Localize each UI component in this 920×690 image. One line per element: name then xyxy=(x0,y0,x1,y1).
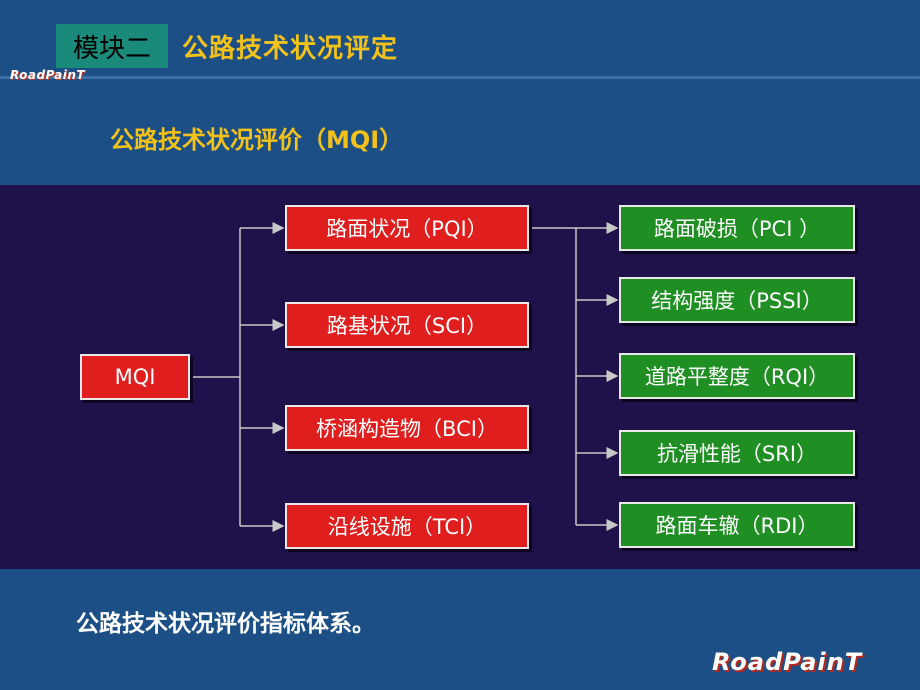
module-badge: 模块二 xyxy=(56,24,168,68)
node-pqi: 路面状况（PQI） xyxy=(285,205,529,251)
header-divider xyxy=(0,76,920,79)
node-sri: 抗滑性能（SRI） xyxy=(619,430,855,476)
node-sci: 路基状况（SCI） xyxy=(285,302,529,348)
node-rdi: 路面车辙（RDI） xyxy=(619,502,855,548)
brand-logo: RoadPainT xyxy=(712,648,863,676)
node-pci: 路面破损（PCI ） xyxy=(619,205,855,251)
mqi-diagram: MQI 路面状况（PQI） 路基状况（SCI） 桥涵构造物（BCI） 沿线设施（… xyxy=(0,185,920,569)
node-pssi: 结构强度（PSSI） xyxy=(619,277,855,323)
node-rqi: 道路平整度（RQI） xyxy=(619,353,855,399)
caption: 公路技术状况评价指标体系。 xyxy=(76,611,375,637)
slide-title: 公路技术状况评定 xyxy=(182,34,399,64)
brand-logo-small: RoadPainT xyxy=(10,68,86,82)
node-tci: 沿线设施（TCI） xyxy=(285,503,529,549)
node-bci: 桥涵构造物（BCI） xyxy=(285,405,529,451)
section-title: 公路技术状况评价（MQI） xyxy=(110,126,404,154)
node-mqi: MQI xyxy=(80,354,190,400)
diagram-connectors xyxy=(190,222,619,532)
